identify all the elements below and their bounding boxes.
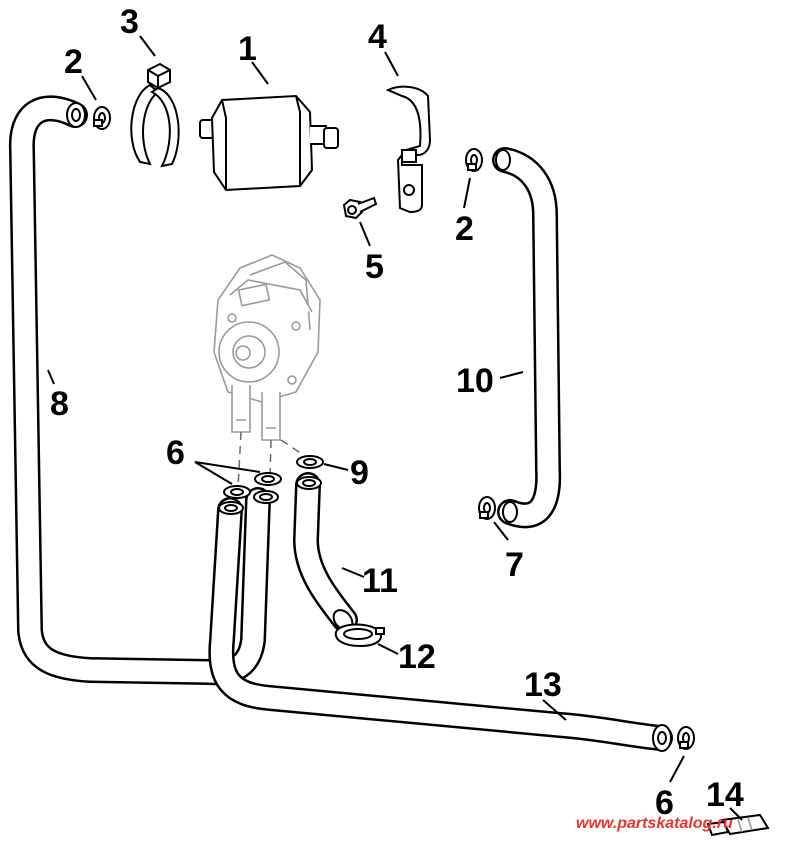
callout-2-right: 2 — [455, 210, 474, 248]
callout-4: 4 — [368, 18, 387, 56]
hose-11 — [293, 472, 358, 633]
assembly-dashed-lines — [237, 431, 309, 489]
callout-1: 1 — [238, 30, 257, 68]
callout-8: 8 — [50, 385, 69, 423]
hose-clamp-2-left — [93, 106, 111, 130]
hose-clamp-6-middle — [254, 472, 282, 486]
callout-5: 5 — [365, 248, 384, 286]
hose-clamp-6-right — [677, 726, 695, 750]
callout-12: 12 — [398, 638, 436, 676]
hose-13 — [208, 497, 673, 752]
bracket-screw — [342, 196, 378, 220]
callout-3: 3 — [120, 3, 139, 41]
watermark: www.partskatalog.ru — [576, 815, 733, 832]
hose-fitting — [706, 813, 770, 837]
callout-6-left: 6 — [166, 434, 185, 472]
hose-clamp-12 — [334, 623, 385, 648]
callout-9: 9 — [350, 454, 369, 492]
callout-13: 13 — [524, 666, 562, 704]
callout-7: 7 — [505, 546, 524, 584]
callout-6-right: 6 — [655, 784, 674, 822]
filter-bracket — [385, 85, 432, 214]
leader-lines — [47, 35, 743, 821]
hose-10 — [492, 147, 562, 529]
hose-clamp-7 — [478, 496, 496, 520]
fuel-pump-ghost — [213, 254, 321, 441]
callout-labels: 1 2 3 4 2 5 8 10 6 9 7 11 12 13 6 14 — [50, 3, 744, 822]
fuel-filter — [199, 94, 339, 192]
hose-clamp-9 — [296, 455, 324, 469]
callout-2-left: 2 — [64, 43, 83, 81]
hose-clamp-2-right — [465, 148, 483, 172]
callout-11: 11 — [362, 562, 398, 600]
callout-14: 14 — [706, 776, 744, 814]
hose-clamp-6-left — [223, 485, 251, 499]
hose-8 — [8, 95, 279, 686]
fuel-filter-clamp — [130, 62, 180, 168]
callout-10: 10 — [456, 362, 494, 400]
